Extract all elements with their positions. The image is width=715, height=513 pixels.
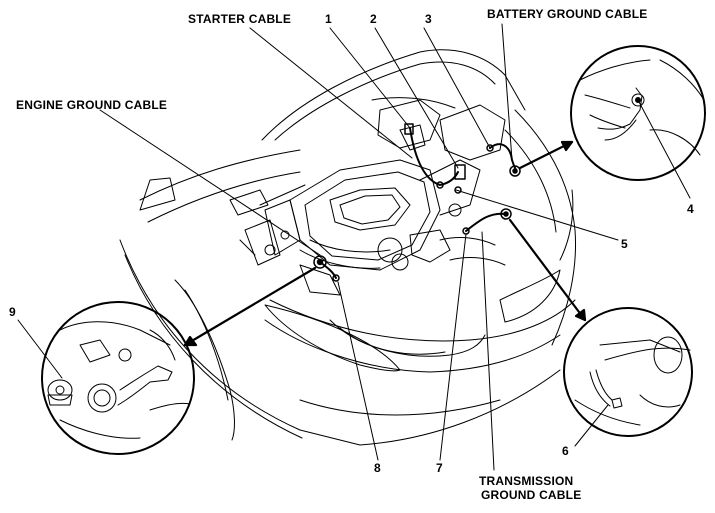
detail-circle-engine-ground xyxy=(41,301,195,455)
leader-lines xyxy=(17,23,691,471)
callout-4: 4 xyxy=(687,202,694,216)
callout-3: 3 xyxy=(425,12,432,26)
label-transmission-ground-cable-line2: GROUND CABLE xyxy=(481,488,582,502)
callout-8: 8 xyxy=(374,461,381,475)
label-transmission-ground-cable-line1: TRANSMISSION xyxy=(479,474,574,488)
detail-circle-transmission-ground xyxy=(563,307,693,437)
transmission-ground-bolt xyxy=(500,208,512,220)
label-engine-ground-cable: ENGINE GROUND CABLE xyxy=(16,98,168,112)
connection-points xyxy=(313,123,521,282)
car-body xyxy=(119,49,577,446)
detail-arrows xyxy=(183,140,587,347)
detail-circle-battery-ground xyxy=(570,45,706,181)
callout-9: 9 xyxy=(9,305,16,319)
engine-ground-bolt xyxy=(313,255,327,269)
terminal-2 xyxy=(454,164,466,180)
label-battery-ground-cable: BATTERY GROUND CABLE xyxy=(487,7,648,21)
battery-ground-bolt xyxy=(509,165,521,177)
label-starter-cable: STARTER CABLE xyxy=(188,12,292,26)
callout-1: 1 xyxy=(325,12,332,26)
callout-6: 6 xyxy=(562,444,569,458)
callout-2: 2 xyxy=(370,12,377,26)
callout-7: 7 xyxy=(436,461,443,475)
callout-5: 5 xyxy=(621,237,628,251)
starter-terminal xyxy=(404,123,414,135)
engine xyxy=(229,99,506,296)
cables xyxy=(319,127,518,279)
